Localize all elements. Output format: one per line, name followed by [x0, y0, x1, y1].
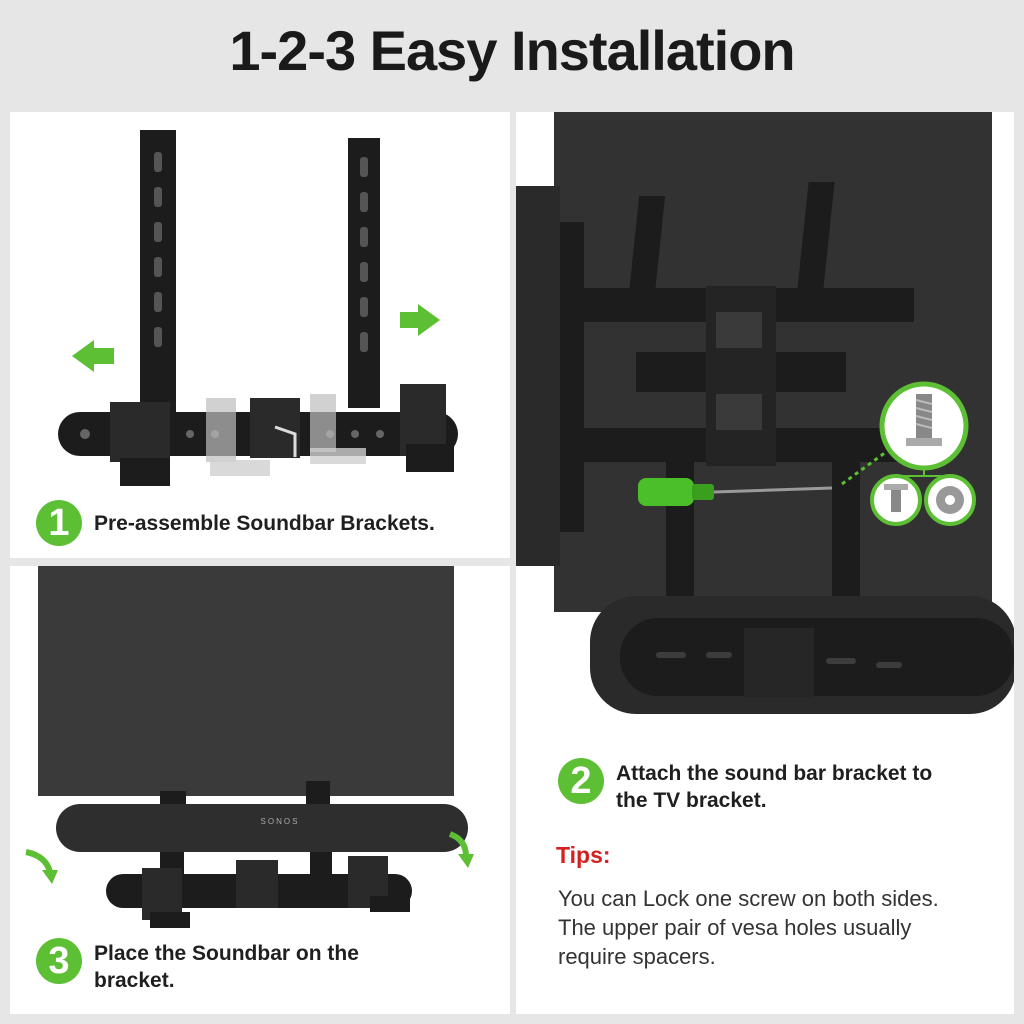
- washer-icon: [924, 474, 976, 526]
- screw-icon: [870, 381, 969, 526]
- soundbar: [56, 804, 468, 852]
- mount-illustration: [516, 112, 1014, 714]
- step-2-badge: 2: [558, 758, 604, 804]
- step-3-text: Place the Soundbar on the bracket.: [94, 942, 359, 992]
- step-2-panel: 2 Attach the sound bar bracket to the TV…: [516, 112, 1014, 1014]
- step-3-badge: 3: [36, 938, 82, 984]
- tips-text: You can Lock one screw on both sides. Th…: [558, 886, 939, 969]
- soundbar-brand: SONOS: [261, 817, 300, 826]
- step-1-panel: 1 Pre-assemble Soundbar Brackets.: [10, 112, 510, 558]
- step-1-badge: 1: [36, 500, 82, 546]
- tv-screen: [38, 566, 454, 796]
- screwdriver-icon: [638, 450, 887, 506]
- bracket-illustration: [58, 130, 458, 486]
- curved-arrow-icon: [25, 831, 474, 884]
- step-1: 1 Pre-assemble Soundbar Brackets.: [36, 500, 435, 546]
- step-2: 2 Attach the sound bar bracket to the TV…: [558, 758, 956, 814]
- page-title: 1-2-3 Easy Installation: [229, 19, 795, 82]
- arrow-left-icon: [72, 340, 114, 372]
- tips-label: Tips:: [556, 842, 611, 868]
- arrow-right-icon: [400, 304, 440, 336]
- step-1-text: Pre-assemble Soundbar Brackets.: [94, 512, 435, 535]
- step-3: 3 Place the Soundbar on the bracket.: [36, 938, 414, 994]
- tv-soundbar-illustration: SONOS: [38, 566, 468, 928]
- step-2-text: Attach the sound bar bracket to the TV b…: [616, 762, 933, 812]
- step-3-panel: SONOS 3 Place the Soundbar on the bracke…: [10, 566, 510, 1014]
